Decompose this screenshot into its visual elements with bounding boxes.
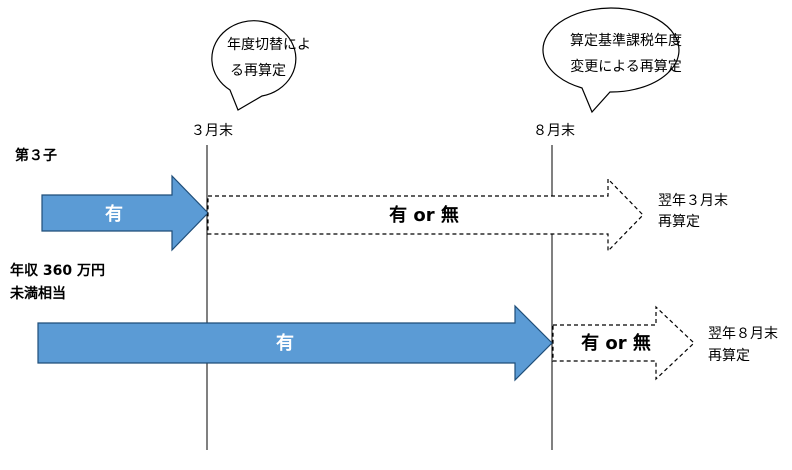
third-child-after-label: 有 or 無 bbox=[389, 204, 459, 226]
income-after-arrow bbox=[552, 305, 695, 381]
left-callout: 年度切替によ る再算定 bbox=[211, 20, 311, 111]
third-child-after-arrow bbox=[207, 177, 644, 253]
income-label-line1: 年収 360 万円 bbox=[10, 262, 105, 279]
income-label-line2: 未満相当 bbox=[10, 285, 66, 302]
third-child-before-arrow bbox=[41, 174, 209, 252]
right-callout-line1: 算定基準課税年度 bbox=[570, 32, 682, 49]
right-callout: 算定基準課税年度 変更による再算定 bbox=[542, 7, 682, 114]
third-child-note-line1: 翌年３月末 bbox=[658, 193, 728, 209]
income-note-line1: 翌年８月末 bbox=[708, 326, 778, 342]
left-callout-line2: る再算定 bbox=[230, 63, 286, 79]
august-label: ８月末 bbox=[533, 123, 575, 139]
income-after-label: 有 or 無 bbox=[581, 332, 651, 354]
march-label: ３月末 bbox=[191, 123, 233, 139]
third-child-note-line2: 再算定 bbox=[658, 214, 700, 230]
income-before-arrow bbox=[37, 304, 553, 382]
income-note-line2: 再算定 bbox=[708, 348, 750, 364]
third-child-before-label: 有 bbox=[105, 203, 123, 225]
right-callout-line2: 変更による再算定 bbox=[570, 58, 682, 75]
left-callout-line1: 年度切替によ bbox=[227, 37, 311, 53]
income-before-label: 有 bbox=[276, 332, 294, 354]
third-child-label: 第３子 bbox=[15, 147, 57, 164]
